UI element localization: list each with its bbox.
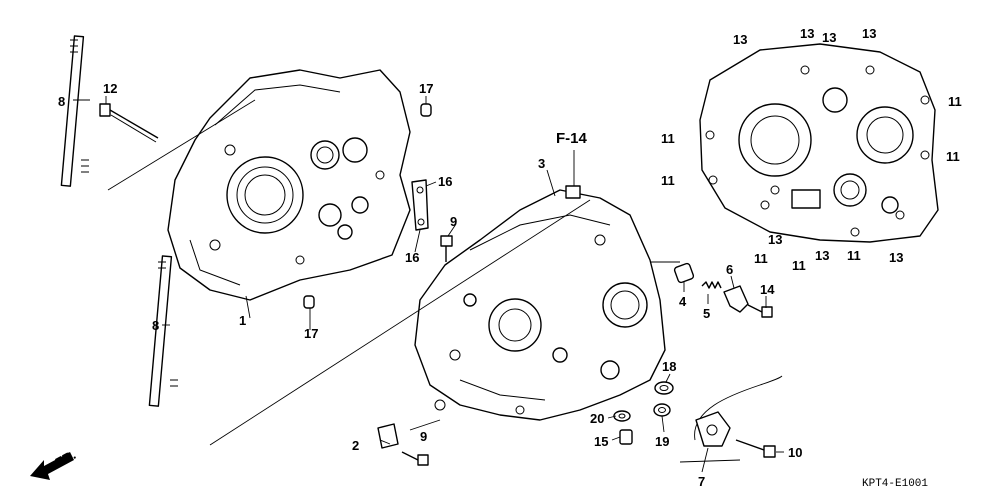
callout-13-g: 13 bbox=[889, 250, 903, 265]
callouts: 8 12 8 1 17 16 16 9 17 3 F-14 4 5 6 14 1… bbox=[58, 26, 962, 489]
callout-4: 4 bbox=[679, 294, 687, 309]
callout-5: 5 bbox=[703, 306, 710, 321]
crankcase-inner-view bbox=[699, 43, 939, 243]
oil-seal-19 bbox=[653, 403, 671, 417]
callout-11-c: 11 bbox=[661, 131, 675, 146]
callout-18: 18 bbox=[662, 359, 676, 374]
callout-14: 14 bbox=[760, 282, 775, 297]
callout-13-e: 13 bbox=[768, 232, 782, 247]
callout-11-e: 11 bbox=[754, 251, 768, 266]
right-crankcase-half bbox=[414, 185, 666, 421]
bolt-9-upper bbox=[440, 235, 453, 262]
stud-bolt-lower bbox=[148, 255, 178, 407]
stud-bolt-upper bbox=[60, 35, 89, 187]
callout-2: 2 bbox=[352, 438, 359, 453]
callout-17-upper: 17 bbox=[419, 81, 433, 96]
callout-17-lower: 17 bbox=[304, 326, 318, 341]
callout-3: 3 bbox=[538, 156, 545, 171]
callout-9-lower: 9 bbox=[420, 429, 427, 444]
callout-11-a: 11 bbox=[948, 94, 962, 109]
callout-10: 10 bbox=[788, 445, 802, 460]
front-direction-arrow-icon: FR. bbox=[30, 447, 78, 480]
dowel-pin-17-upper bbox=[420, 103, 432, 117]
callout-11-b: 11 bbox=[946, 149, 960, 164]
leader-lines bbox=[73, 96, 784, 473]
flange-bolt-12 bbox=[99, 103, 159, 143]
reference-label: F-14 bbox=[556, 130, 588, 147]
callout-7: 7 bbox=[698, 474, 705, 489]
sensor-7 bbox=[694, 375, 783, 447]
callout-13-c: 13 bbox=[822, 30, 836, 45]
callout-6: 6 bbox=[726, 262, 733, 277]
callout-16-upper: 16 bbox=[438, 174, 452, 189]
clamp-plate-2 bbox=[377, 423, 399, 449]
dowel-pin-17-lower bbox=[303, 295, 315, 309]
bolt-9-lower bbox=[401, 451, 429, 466]
callout-11-g: 11 bbox=[847, 248, 861, 263]
collar-4 bbox=[673, 262, 695, 284]
callout-13-a: 13 bbox=[733, 32, 747, 47]
bolt-14 bbox=[747, 304, 773, 318]
oil-seal-18 bbox=[654, 381, 674, 395]
washer-20 bbox=[613, 410, 631, 422]
callout-8-lower: 8 bbox=[152, 318, 159, 333]
callout-20: 20 bbox=[590, 411, 604, 426]
cable-clamp-16 bbox=[411, 179, 429, 231]
callout-11-d: 11 bbox=[661, 173, 675, 188]
left-crankcase-half bbox=[167, 69, 411, 301]
callout-13-f: 13 bbox=[815, 248, 829, 263]
callout-16-lower: 16 bbox=[405, 250, 419, 265]
spring-5 bbox=[701, 281, 722, 289]
diagram-code: KPT4-E1001 bbox=[862, 478, 928, 490]
callout-15: 15 bbox=[594, 434, 608, 449]
callout-19: 19 bbox=[655, 434, 669, 449]
callout-11-f: 11 bbox=[792, 258, 806, 273]
callout-13-b: 13 bbox=[800, 26, 814, 41]
callout-8-upper: 8 bbox=[58, 94, 65, 109]
callout-9-upper: 9 bbox=[450, 214, 457, 229]
stopper-arm-6 bbox=[723, 285, 749, 313]
drain-plug-15 bbox=[619, 429, 633, 445]
callout-12: 12 bbox=[103, 81, 117, 96]
callout-13-d: 13 bbox=[862, 26, 876, 41]
callout-1: 1 bbox=[239, 313, 246, 328]
bolt-10 bbox=[735, 439, 776, 458]
